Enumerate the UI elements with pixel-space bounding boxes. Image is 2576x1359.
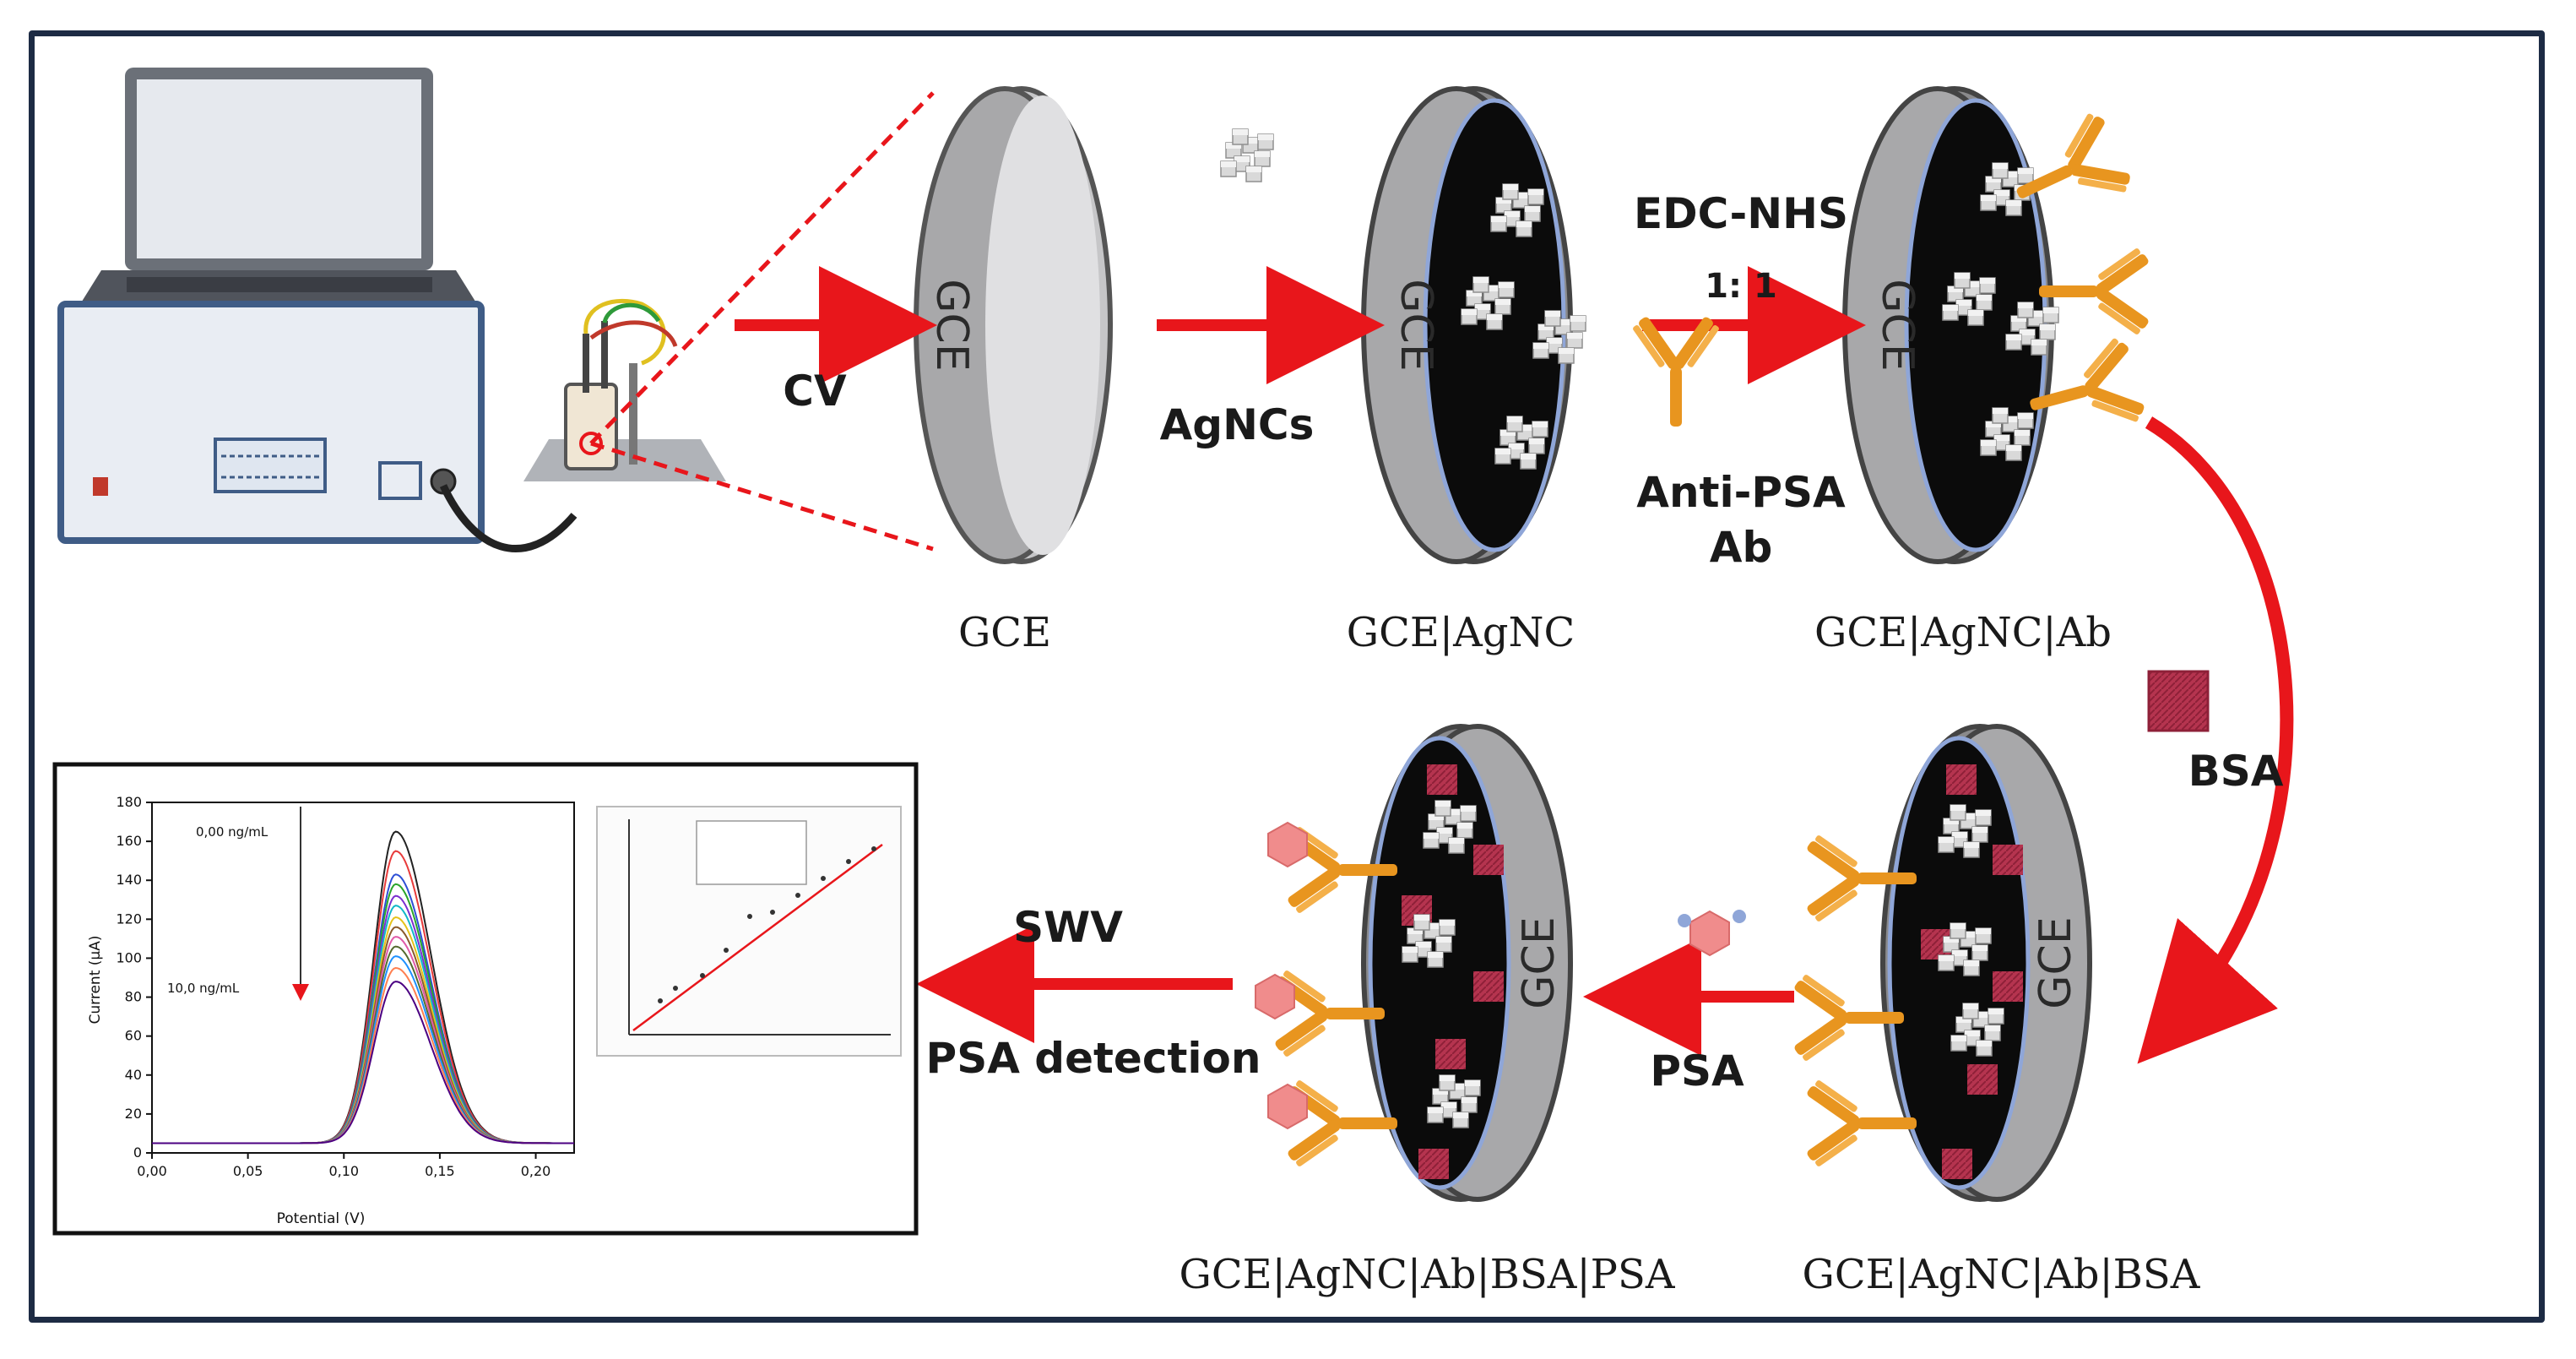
y-tick-label: 180 <box>116 794 142 810</box>
laptop-icon <box>80 68 477 304</box>
caption-gce-agnc-ab: GCE|AgNC|Ab <box>1814 609 2112 656</box>
arrow-bsa <box>2137 416 2294 1064</box>
y-tick-label: 60 <box>125 1028 142 1044</box>
annotation-bottom: 10,0 ng/mL <box>167 981 240 996</box>
y-tick-label: 0 <box>133 1144 142 1161</box>
x-tick-label: 0,05 <box>233 1163 263 1179</box>
electrode-gce-agnc-ab-bsa: GCE <box>1792 724 2092 1202</box>
calibration-inset <box>596 806 902 1057</box>
bsa-block <box>1427 764 1457 795</box>
bsa-block <box>1946 764 1977 795</box>
electrode-gce: GCE <box>914 86 1113 564</box>
process-arrows <box>735 266 2294 1064</box>
electrode-label: GCE <box>2031 916 2081 1008</box>
bsa-block <box>1967 1064 1998 1095</box>
electrode-gce-agnc-ab-bsa-psa: GCE <box>1255 724 1573 1202</box>
swv-chart: 0,00 0,05 0,10 0,15 0,20 0 20 40 60 80 100 120 140 16… <box>116 794 575 1179</box>
x-tick-label: 0,00 <box>137 1163 167 1179</box>
electrode-label: GCE <box>926 279 977 371</box>
x-axis-label: Potential (V) <box>277 1210 366 1227</box>
y-tick-label: 160 <box>116 833 142 849</box>
bsa-block <box>1473 845 1504 875</box>
bsa-block <box>1993 971 2023 1002</box>
agnc-particles-icon <box>1221 129 1273 182</box>
step-label-cv: CV <box>783 367 847 416</box>
y-tick-label: 140 <box>116 872 142 888</box>
step-label-edc-nhs: EDC-NHS <box>1634 189 1848 238</box>
step-label-ratio: 1: 1 <box>1705 267 1777 306</box>
caption-gce-agnc: GCE|AgNC <box>1347 609 1575 656</box>
y-tick-label: 100 <box>116 949 142 965</box>
x-tick-label: 0,10 <box>328 1163 359 1179</box>
step-label-anti-psa: Anti-PSA <box>1636 468 1846 517</box>
bsa-block <box>1435 1039 1466 1069</box>
y-axis-label: Current (µA) <box>87 936 104 1025</box>
step-label-ab: Ab <box>1710 523 1773 572</box>
step-label-psa: PSA <box>1650 1046 1744 1095</box>
step-label-agncs: AgNCs <box>1160 400 1315 449</box>
anti-psa-antibody-icon <box>1631 315 1721 427</box>
electrode-gce-agnc-ab: GCE <box>1842 86 2150 564</box>
annotation-top: 0,00 ng/mL <box>196 824 268 840</box>
y-tick-label: 40 <box>125 1067 142 1083</box>
bsa-block <box>1993 845 2023 875</box>
bsa-block <box>1418 1149 1449 1179</box>
y-tick-label: 80 <box>125 989 142 1005</box>
step-label-swv: SWV <box>1013 903 1123 952</box>
electrode-gce-agnc: GCE <box>1361 86 1586 564</box>
bsa-block <box>1942 1149 1972 1179</box>
step-label-bsa: BSA <box>2188 747 2284 796</box>
zoom-line-top <box>589 91 935 445</box>
plot-box <box>151 802 575 1154</box>
potentiostat-icon <box>57 301 485 544</box>
electrochemical-cell-icon <box>439 298 726 552</box>
swv-chart-panel: 0,00 0,05 0,10 0,15 0,20 0 20 40 60 80 100 120 140 16… <box>52 762 919 1236</box>
x-tick-label: 0,15 <box>425 1163 455 1179</box>
y-tick-label: 20 <box>125 1106 142 1122</box>
workstation-illustration <box>57 68 935 552</box>
caption-gce-agnc-ab-bsa-psa: GCE|AgNC|Ab|BSA|PSA <box>1180 1251 1676 1298</box>
step-label-psa-detection: PSA detection <box>926 1034 1261 1083</box>
caption-gce: GCE <box>958 609 1051 656</box>
electrode-label: GCE <box>1391 279 1441 371</box>
bsa-block <box>1473 971 1504 1002</box>
bsa-reagent-icon <box>2147 670 2210 732</box>
swv-curve-series <box>152 981 574 1144</box>
electrode-label: GCE <box>1514 916 1565 1008</box>
y-tick-label: 120 <box>116 911 142 927</box>
caption-gce-agnc-ab-bsa: GCE|AgNC|Ab|BSA <box>1803 1251 2201 1298</box>
electrode-label: GCE <box>1872 279 1923 371</box>
psa-reagent-icon <box>1678 910 1746 956</box>
x-tick-label: 0,20 <box>521 1163 551 1179</box>
zoom-line-bottom <box>590 441 934 552</box>
